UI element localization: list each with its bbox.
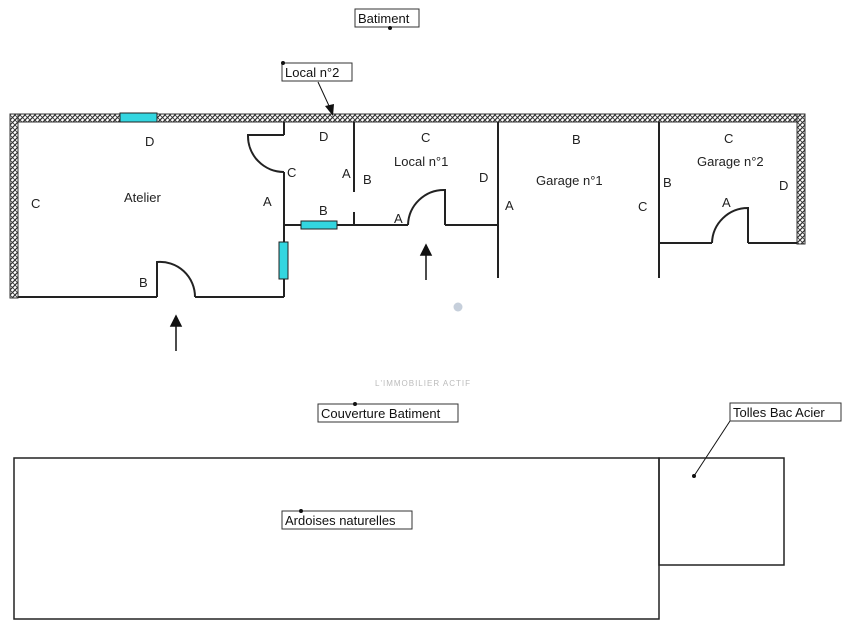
local1-door (407, 188, 446, 226)
room-local1: Local n°1 (394, 154, 448, 169)
garage2-wall-b: B (663, 175, 672, 190)
local2-wall-d: D (319, 129, 328, 144)
local1-wall-c: C (421, 130, 430, 145)
callout-couverture: Couverture Batiment (321, 406, 441, 421)
local1-wall-b: B (363, 172, 372, 187)
garage1-wall-a: A (505, 198, 514, 213)
atelier-wall-a: A (263, 194, 272, 209)
local1-wall-d: D (479, 170, 488, 185)
room-garage2: Garage n°2 (697, 154, 764, 169)
callout-tolles-leader (693, 420, 731, 477)
atelier-wall-b: B (139, 275, 148, 290)
local2-south-window (300, 220, 338, 230)
room-garage1: Garage n°1 (536, 173, 603, 188)
atelier-wall-c: C (31, 196, 40, 211)
atelier-east-window (278, 241, 289, 280)
callout-local2: Local n°2 (285, 65, 339, 80)
callout-local2-leader (317, 81, 331, 109)
callout-batiment-box (354, 8, 420, 28)
garage1-wall-c: C (638, 199, 647, 214)
callout-couverture-box (317, 403, 459, 423)
local2-wall-b: B (319, 203, 328, 218)
marker-dot (453, 302, 463, 312)
callout-ardoises: Ardoises naturelles (285, 513, 396, 528)
watermark: L'IMMOBILIER ACTIF (375, 379, 471, 388)
room-atelier: Atelier (124, 190, 162, 205)
local2-wall-c: C (287, 165, 296, 180)
atelier-wall-d: D (145, 134, 154, 149)
garage2-door (711, 206, 749, 244)
callout-local2-box (281, 62, 353, 82)
east-wall (796, 113, 806, 245)
garage2-wall-a: A (722, 195, 731, 210)
atelier-inner-door (246, 134, 285, 173)
garage2-wall-d: D (779, 178, 788, 193)
local1-wall-a: A (394, 211, 403, 226)
callout-batiment: Batiment (358, 11, 410, 26)
roof-steel-area (658, 457, 785, 566)
local2-wall-a: A (342, 166, 351, 181)
atelier-door (156, 260, 197, 298)
atelier-north-window (119, 112, 158, 123)
callout-ardoises-box (281, 510, 413, 530)
callout-tolles: Tolles Bac Acier (733, 405, 825, 420)
garage2-wall-c: C (724, 131, 733, 146)
west-wall (9, 113, 19, 299)
roof-slate-area (13, 457, 660, 620)
callout-tolles-box (729, 402, 842, 422)
garage1-wall-b: B (572, 132, 581, 147)
